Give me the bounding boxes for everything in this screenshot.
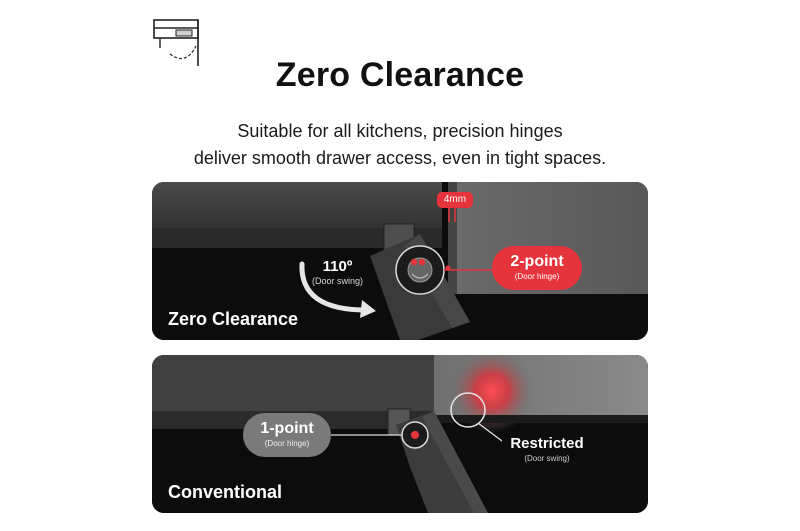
subtitle-line-1: Suitable for all kitchens, precision hin… — [237, 121, 563, 141]
page-title: Zero Clearance — [275, 56, 525, 94]
page-subtitle: Suitable for all kitchens, precision hin… — [0, 118, 800, 172]
swing-value: Restricted — [510, 435, 584, 452]
hinge-caption: (Door hinge) — [264, 439, 310, 448]
hinge-value: 2-point — [510, 253, 564, 270]
panel-label: Zero Clearance — [168, 309, 299, 329]
panel-label: Conventional — [168, 482, 283, 502]
zero-clearance-panel: 4mm 110º (Door swing) 2-point (Door hing… — [152, 182, 648, 340]
cabinet-door-swing-icon — [152, 16, 204, 68]
gap-tag: 4mm — [437, 192, 473, 208]
conventional-illustration — [152, 355, 648, 513]
door-swing-angle: 110º (Door swing) — [312, 258, 363, 287]
zero-clearance-illustration — [152, 182, 648, 340]
one-point-hinge-pill: 1-point (Door hinge) — [243, 413, 331, 457]
two-point-hinge-pill: 2-point (Door hinge) — [492, 246, 582, 290]
restricted-swing-label: Restricted (Door swing) — [506, 435, 588, 464]
conventional-panel: 1-point (Door hinge) Restricted (Door sw… — [152, 355, 648, 513]
angle-value: 110º — [322, 258, 353, 275]
subtitle-line-2: deliver smooth drawer access, even in ti… — [193, 148, 607, 168]
hinge-caption: (Door hinge) — [514, 272, 560, 281]
angle-caption: (Door swing) — [312, 276, 364, 286]
hinge-value: 1-point — [260, 420, 314, 437]
swing-caption: (Door swing) — [524, 454, 570, 463]
